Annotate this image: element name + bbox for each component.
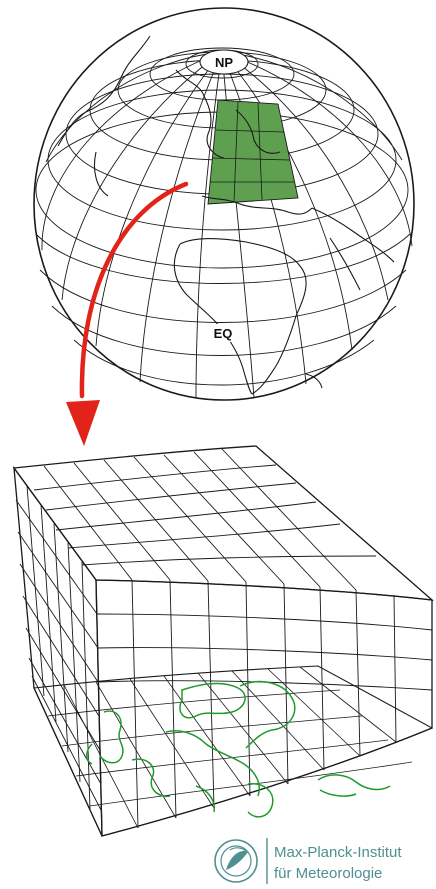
north-pole-label: NP: [215, 55, 233, 70]
box-front-grid: [96, 579, 433, 829]
box-top-grid: [33, 448, 377, 591]
globe-longitudes: [41, 51, 413, 399]
box-left-grid: [15, 485, 102, 811]
box-bottom-face: [33, 665, 434, 837]
europe-region-grid: [210, 101, 295, 203]
globe-latitudes: [35, 47, 411, 386]
box-coastlines: [86, 680, 391, 818]
mpi-logo-icon: [214, 839, 258, 883]
box-top-face: [12, 445, 435, 601]
north-pole-cap: [199, 49, 249, 75]
globe-coastlines: [57, 35, 395, 395]
globe: NP EQ: [33, 7, 415, 401]
box-bottom-grid: [47, 666, 413, 829]
model-grid-box: [12, 445, 435, 837]
europe-region: [207, 99, 299, 205]
globe-outline: [33, 7, 415, 401]
org-name-line1: Max-Planck-Institut: [274, 844, 402, 861]
equator-label: EQ: [214, 326, 233, 341]
curved-arrow-icon: [66, 181, 189, 446]
equator-label-bg: [208, 324, 238, 342]
org-name-line2: für Meteorologie: [274, 865, 382, 882]
